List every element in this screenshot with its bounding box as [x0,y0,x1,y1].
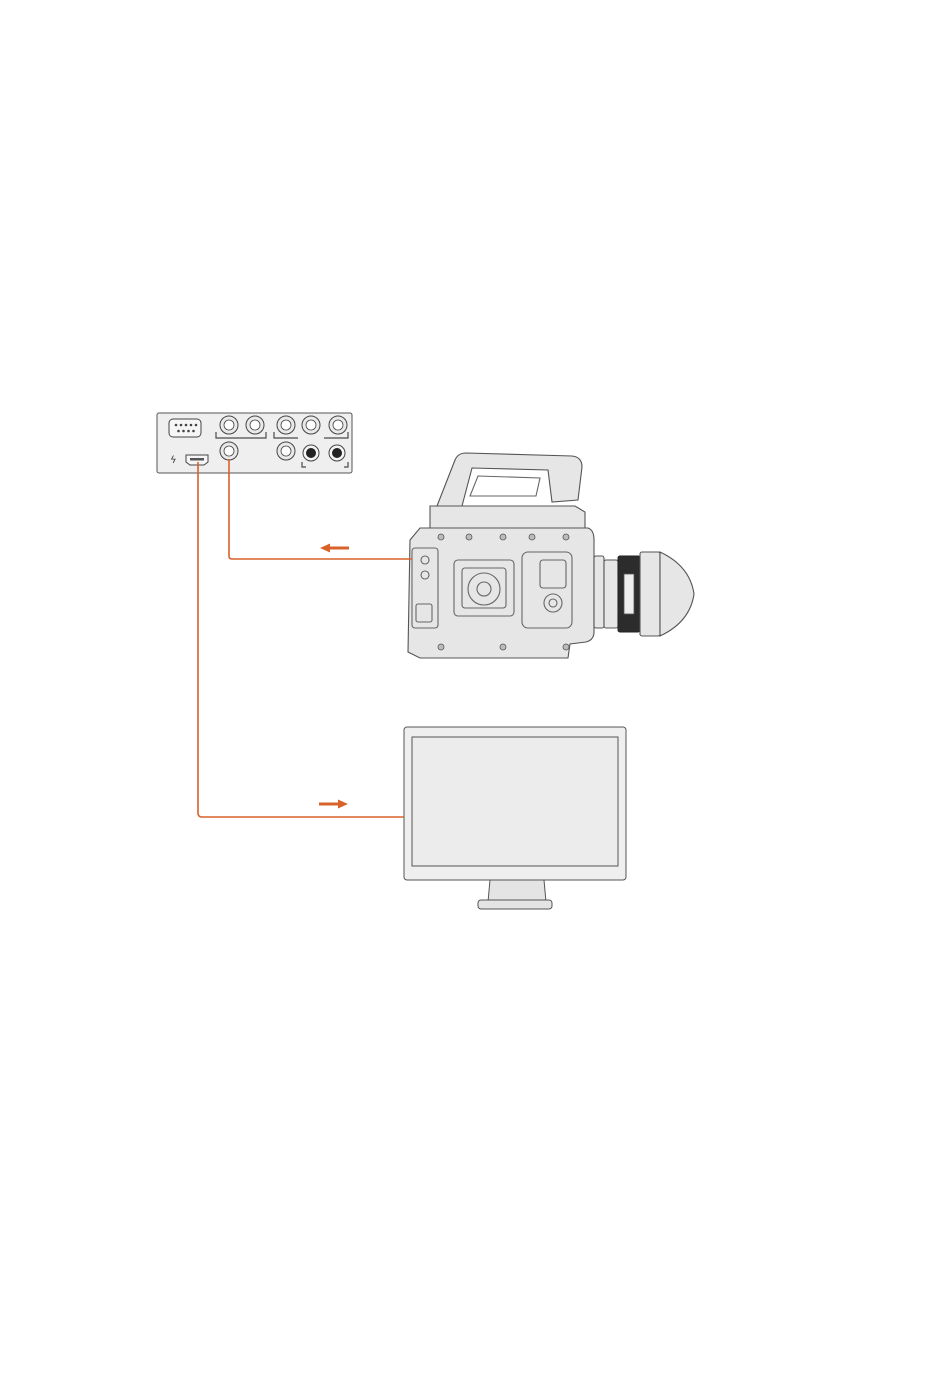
monitor [404,727,626,909]
hdmi-port [186,455,208,465]
cinema-camera [408,453,694,658]
arrow-right-icon [319,800,348,809]
arrow-left-icon [320,544,349,553]
interface-device: ϟ [157,413,352,473]
camera-lens [604,552,694,636]
monitor-stand [488,880,546,902]
monitor-screen [412,737,618,866]
bnc-input-port [220,442,238,460]
cable-camera-to-interface [229,459,412,559]
serial-port [169,419,201,437]
